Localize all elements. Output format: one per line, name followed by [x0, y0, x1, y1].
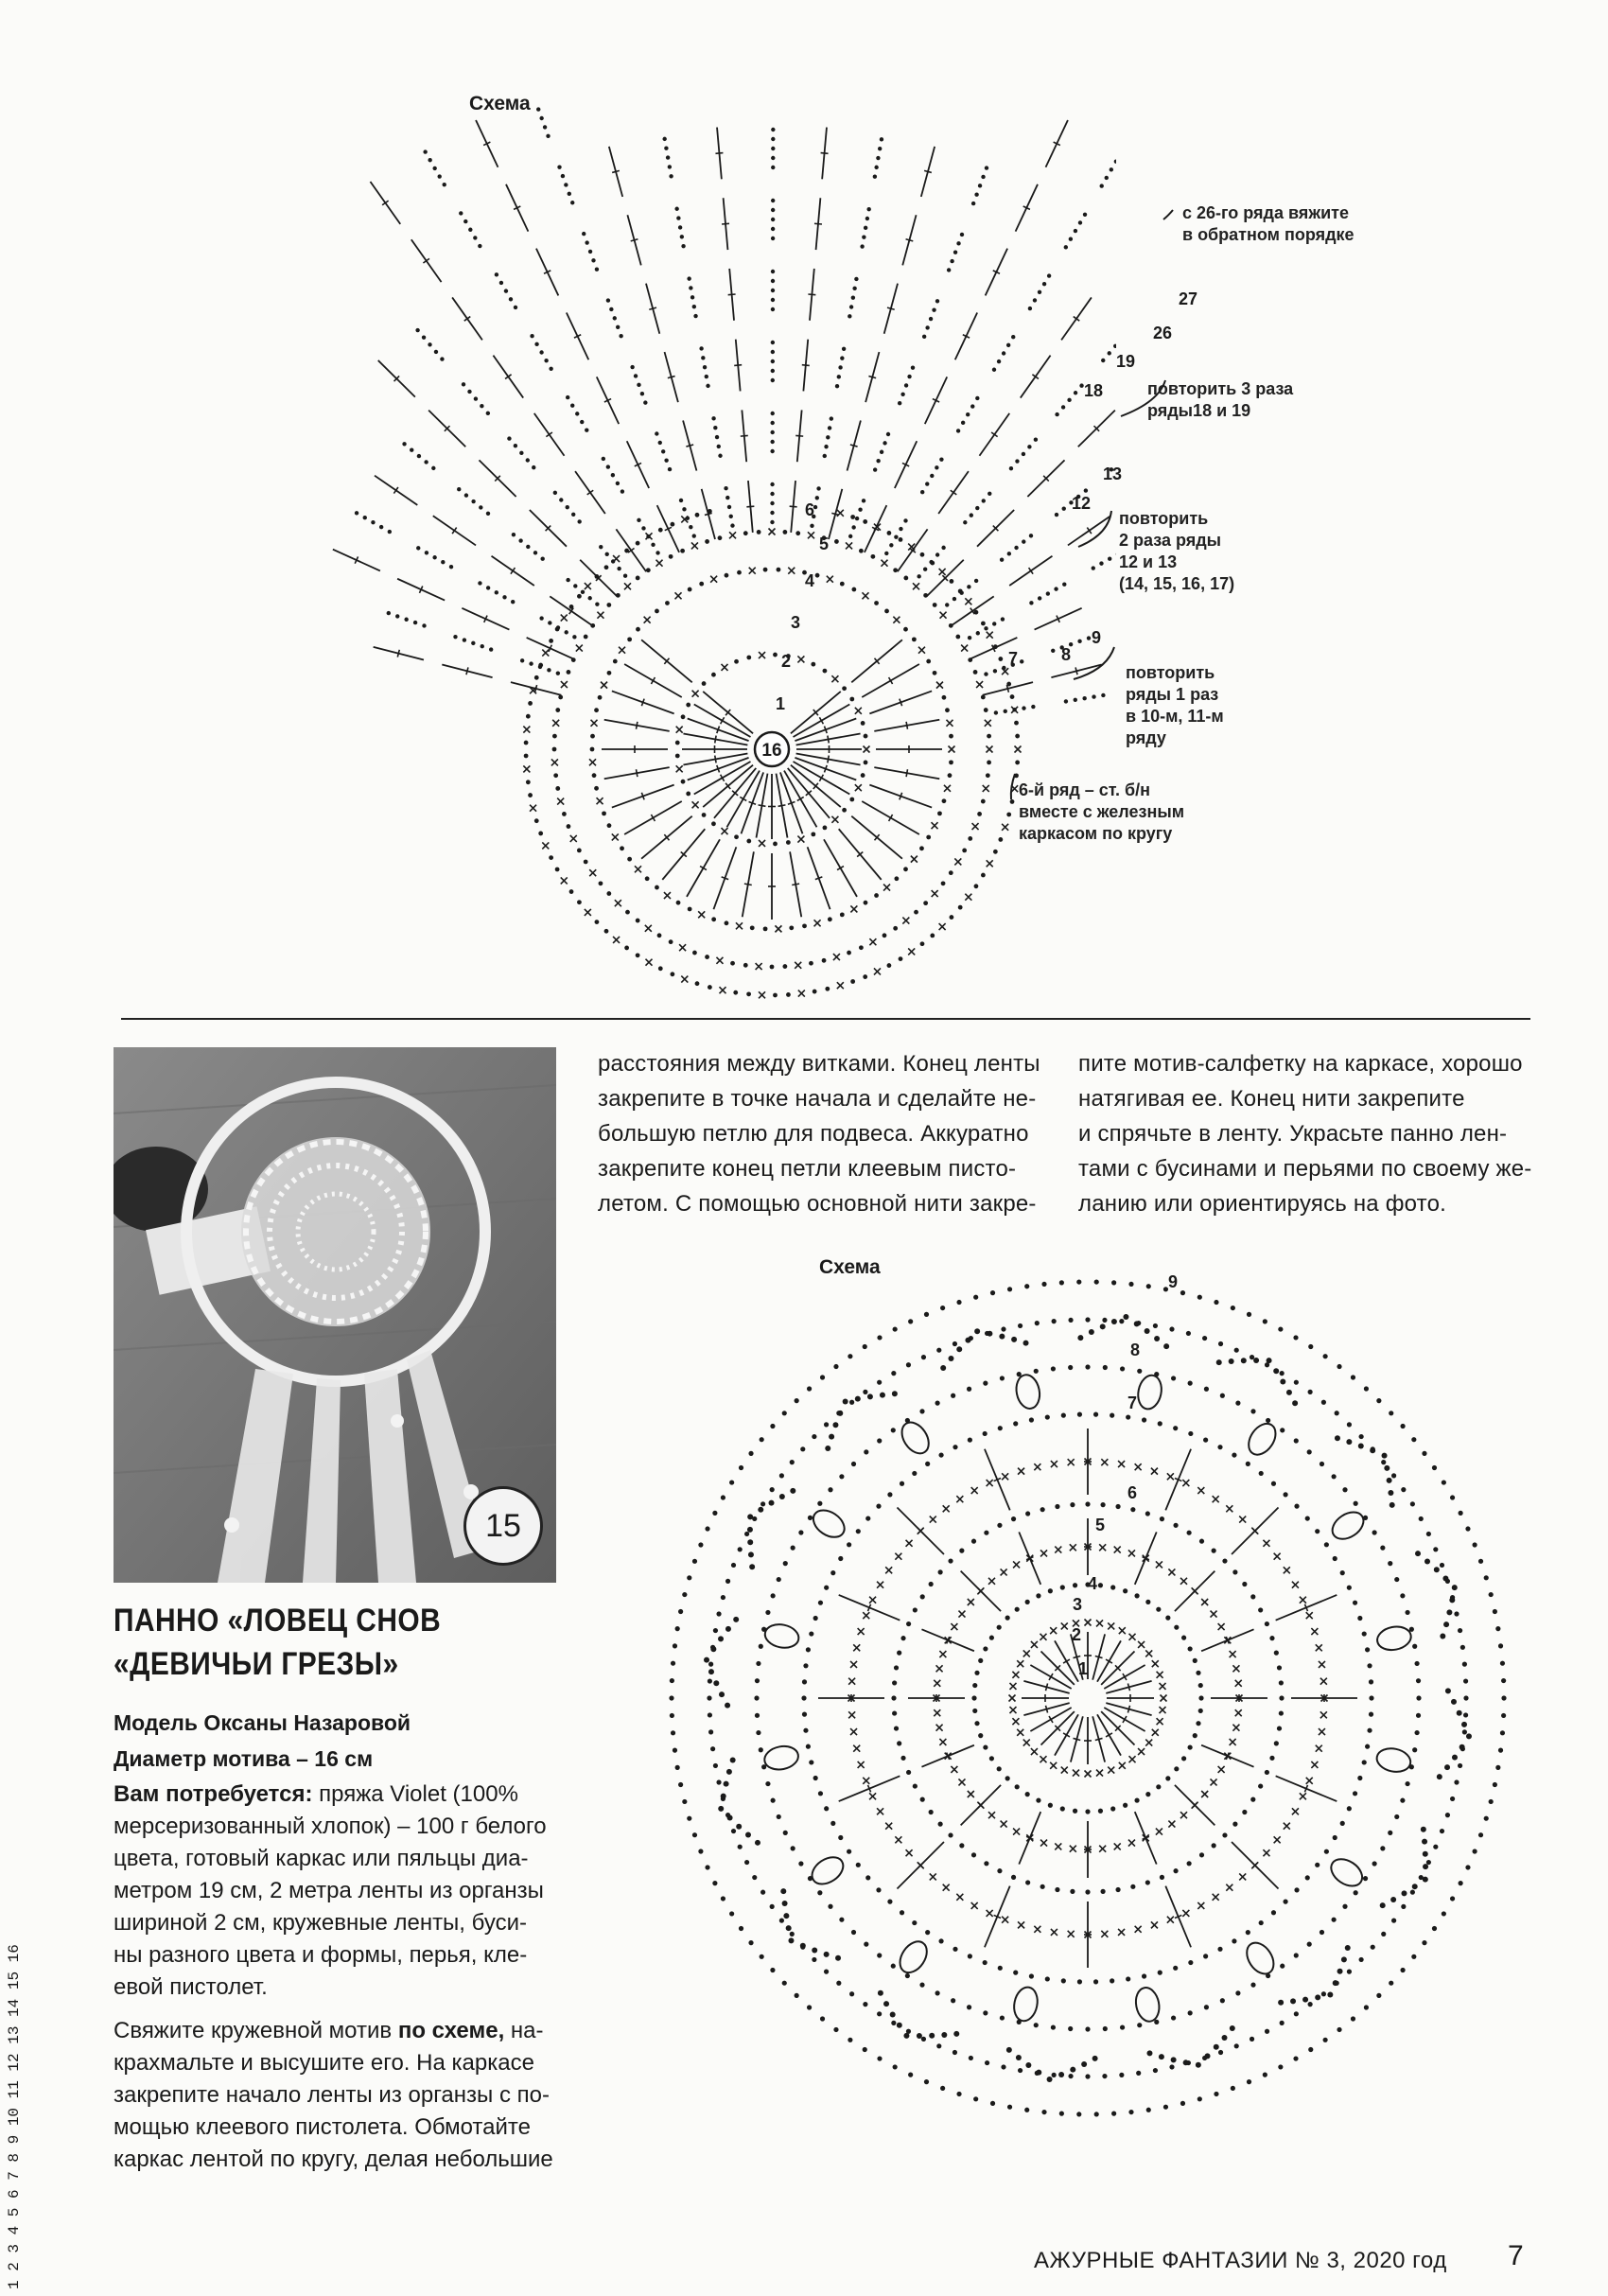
bottom-row-8: 8 — [1130, 1341, 1140, 1360]
text-column-1: расстояния между витками. Конец ленты за… — [598, 1046, 1042, 1221]
top-crochet-chart: 16 — [322, 95, 1116, 1003]
bottom-row-2: 2 — [1072, 1625, 1081, 1645]
top-row-1: 1 — [776, 694, 785, 714]
section-divider — [121, 1018, 1530, 1020]
photo-dreamcatcher: 15 — [114, 1047, 556, 1583]
article-diameter: Диаметр мотива – 16 см — [114, 1743, 577, 1775]
top-row-5: 5 — [819, 535, 829, 554]
top-center-number: 16 — [761, 741, 781, 761]
note-reverse-order: с 26-го ряда вяжите в обратном порядке — [1182, 202, 1355, 246]
article-block: ПАННО «ЛОВЕЦ СНОВ «ДЕВИЧЬИ ГРЕЗЫ» Модель… — [114, 1599, 577, 2176]
photo-number-badge: 15 — [463, 1486, 543, 1566]
materials-paragraph: Вам потребуется: пряжа Violet (100% мерс… — [114, 1779, 577, 2004]
top-row-4: 4 — [805, 571, 814, 591]
top-row-3: 3 — [791, 613, 800, 633]
bottom-row-5: 5 — [1095, 1516, 1105, 1535]
top-row-2: 2 — [781, 652, 791, 672]
side-color-ruler: 1 2 3 4 5 6 7 8 9 10 11 12 13 14 15 16 — [6, 1892, 25, 2289]
bottom-row-3: 3 — [1073, 1595, 1082, 1615]
article-author: Модель Оксаны Назаровой — [114, 1707, 577, 1739]
bottom-row-4: 4 — [1088, 1574, 1097, 1594]
bottom-row-1: 1 — [1078, 1659, 1088, 1679]
note-brackets — [1003, 189, 1192, 804]
bottom-row-9: 9 — [1168, 1272, 1178, 1292]
top-row-6: 6 — [805, 500, 814, 520]
page-number: 7 — [1508, 2240, 1524, 2272]
text-column-2: пите мотив-салфетку на каркасе, хорошо н… — [1078, 1046, 1532, 1221]
bottom-row-7: 7 — [1127, 1393, 1137, 1413]
instructions-paragraph: Свяжите кружевной мотив по схеме, на- кр… — [114, 2015, 577, 2176]
bottom-row-6: 6 — [1127, 1483, 1137, 1503]
bottom-crochet-chart — [615, 1249, 1561, 2138]
article-title: ПАННО «ЛОВЕЦ СНОВ «ДЕВИЧЬИ ГРЕЗЫ» — [114, 1599, 521, 1686]
footer-magazine-title: АЖУРНЫЕ ФАНТАЗИИ № 3, 2020 год — [1034, 2248, 1447, 2274]
